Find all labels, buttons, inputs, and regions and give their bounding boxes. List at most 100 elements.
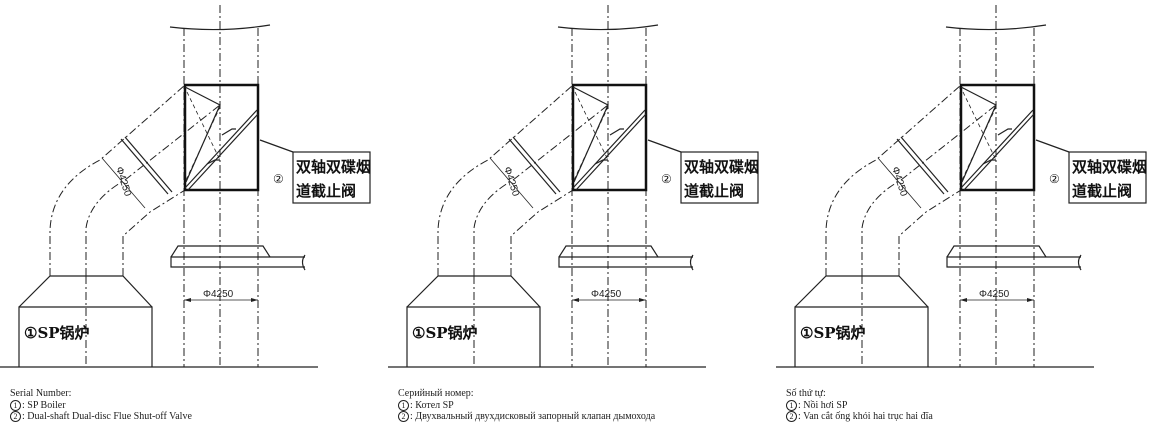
duct-centerline [85, 104, 221, 276]
duct-outer-edge [49, 84, 186, 276]
legend-number: 1 [786, 399, 797, 411]
valve-disc-closed [575, 113, 647, 191]
boiler-body [406, 306, 541, 367]
chimney-diameter-label: Φ4250 [979, 289, 1010, 300]
platform-flange [558, 245, 659, 258]
chimney-break-line [557, 24, 659, 31]
legend-text: : Van cắt ống khói hai trục hai đĩa [798, 411, 933, 422]
chimney-break-line [169, 24, 271, 31]
duct-diameter-label: Φ4250 [501, 166, 521, 199]
legend-item: 2: Van cắt ống khói hai trục hai đĩa [786, 411, 933, 423]
valve-label-box [680, 151, 759, 204]
valve-marker: ② [661, 172, 672, 186]
valve-label-line1: 双轴双碟烟 [1072, 158, 1147, 176]
duct-dimension-line [101, 157, 146, 209]
legend-item: 1: Nồi hơi SP [786, 399, 933, 412]
valve-disc-swing [962, 91, 997, 161]
duct-inner-edge [898, 189, 962, 276]
legend-number: 1 [10, 399, 21, 411]
valve-box [571, 83, 648, 192]
duct-inner-edge [510, 189, 574, 276]
valve-label-line2: 道截止阀 [296, 182, 356, 200]
valve-disc-closed [963, 113, 1035, 191]
boiler-label: ①SP锅炉 [800, 324, 866, 342]
valve-label-box [292, 151, 371, 204]
legend-item: 1: SP Boiler [10, 399, 192, 412]
legend-title: Số thứ tự: [786, 388, 826, 399]
valve-leader-line [647, 139, 682, 153]
duct-dimension-line [489, 157, 534, 209]
duct-outer-edge [437, 84, 574, 276]
legend-text: : Dual-shaft Dual-disc Flue Shut-off Val… [22, 411, 192, 422]
diagram-panel-russian: Φ4250 ② 双轴双碟烟道截止阀 Φ4250 ①SP锅炉 Серийный номер:… [388, 0, 768, 435]
valve-disc-open [572, 86, 609, 183]
duct-flange-line [120, 138, 169, 195]
platform-break [689, 254, 694, 271]
platform-break [301, 254, 306, 271]
valve-disc-swing [574, 91, 609, 161]
legend-title: Serial Number: [10, 388, 72, 399]
platform-plate [558, 256, 693, 268]
valve-label-line1: 双轴双碟烟 [296, 158, 371, 176]
valve-box [959, 83, 1036, 192]
duct-flange-line [124, 136, 173, 193]
valve-marker: ② [273, 172, 284, 186]
duct-centerline [473, 104, 609, 276]
valve-shaft-bracket [594, 128, 624, 165]
duct-centerline [861, 104, 997, 276]
duct-flange-line [512, 136, 561, 193]
valve-shaft-bracket [206, 128, 236, 165]
legend-number: 2 [786, 411, 797, 422]
duct-dimension-line [877, 157, 922, 209]
legend-number: 2 [10, 411, 21, 422]
duct-flange-line [900, 136, 949, 193]
diagram-panel-vietnamese: Φ4250 ② 双轴双碟烟道截止阀 Φ4250 ①SP锅炉 Số thứ tự:1: Nồ… [776, 0, 1150, 435]
legend-item: 2: Двухвальный двухдисковый запорный кла… [398, 411, 655, 423]
duct-diameter-label: Φ4250 [113, 166, 133, 199]
legend-text: : Двухвальный двухдисковый запорный клап… [410, 411, 656, 422]
legend-text: : Котел SP [410, 399, 454, 411]
duct-flange-line [508, 138, 557, 195]
legend-number: 1 [398, 399, 409, 411]
platform-flange [946, 245, 1047, 258]
valve-disc-closed [572, 109, 646, 189]
legend-title: Серийный номер: [398, 388, 474, 399]
valve-label-line2: 道截止阀 [684, 182, 744, 200]
valve-disc-open [960, 86, 997, 183]
platform-plate [170, 256, 305, 268]
chimney-diameter-label: Φ4250 [203, 289, 234, 300]
platform-flange [170, 245, 271, 258]
duct-flange-line [896, 138, 945, 195]
platform-break [1077, 254, 1082, 271]
valve-label-line2: 道截止阀 [1072, 182, 1132, 200]
legend-text: : SP Boiler [22, 399, 66, 411]
valve-disc-open [184, 86, 221, 183]
valve-disc-swing [186, 91, 221, 161]
legend-item: 1: Котел SP [398, 399, 655, 412]
valve-leader-line [259, 139, 294, 153]
legend-item: 2: Dual-shaft Dual-disc Flue Shut-off Va… [10, 411, 192, 423]
valve-disc-closed [184, 109, 258, 189]
chimney-break-line [945, 24, 1047, 31]
chimney-diameter-label: Φ4250 [591, 289, 622, 300]
duct-diameter-label: Φ4250 [889, 166, 909, 199]
boiler-body [794, 306, 929, 367]
legend-text: : Nồi hơi SP [798, 399, 848, 411]
legend-number: 2 [398, 411, 409, 422]
boiler-label: ①SP锅炉 [412, 324, 478, 342]
valve-disc-closed [960, 109, 1034, 189]
platform-plate [946, 256, 1081, 268]
valve-shaft-bracket [982, 128, 1012, 165]
boiler-body [18, 306, 153, 367]
valve-box [183, 83, 260, 192]
duct-inner-edge [122, 189, 186, 276]
valve-label-line1: 双轴双碟烟 [684, 158, 759, 176]
valve-marker: ② [1049, 172, 1060, 186]
